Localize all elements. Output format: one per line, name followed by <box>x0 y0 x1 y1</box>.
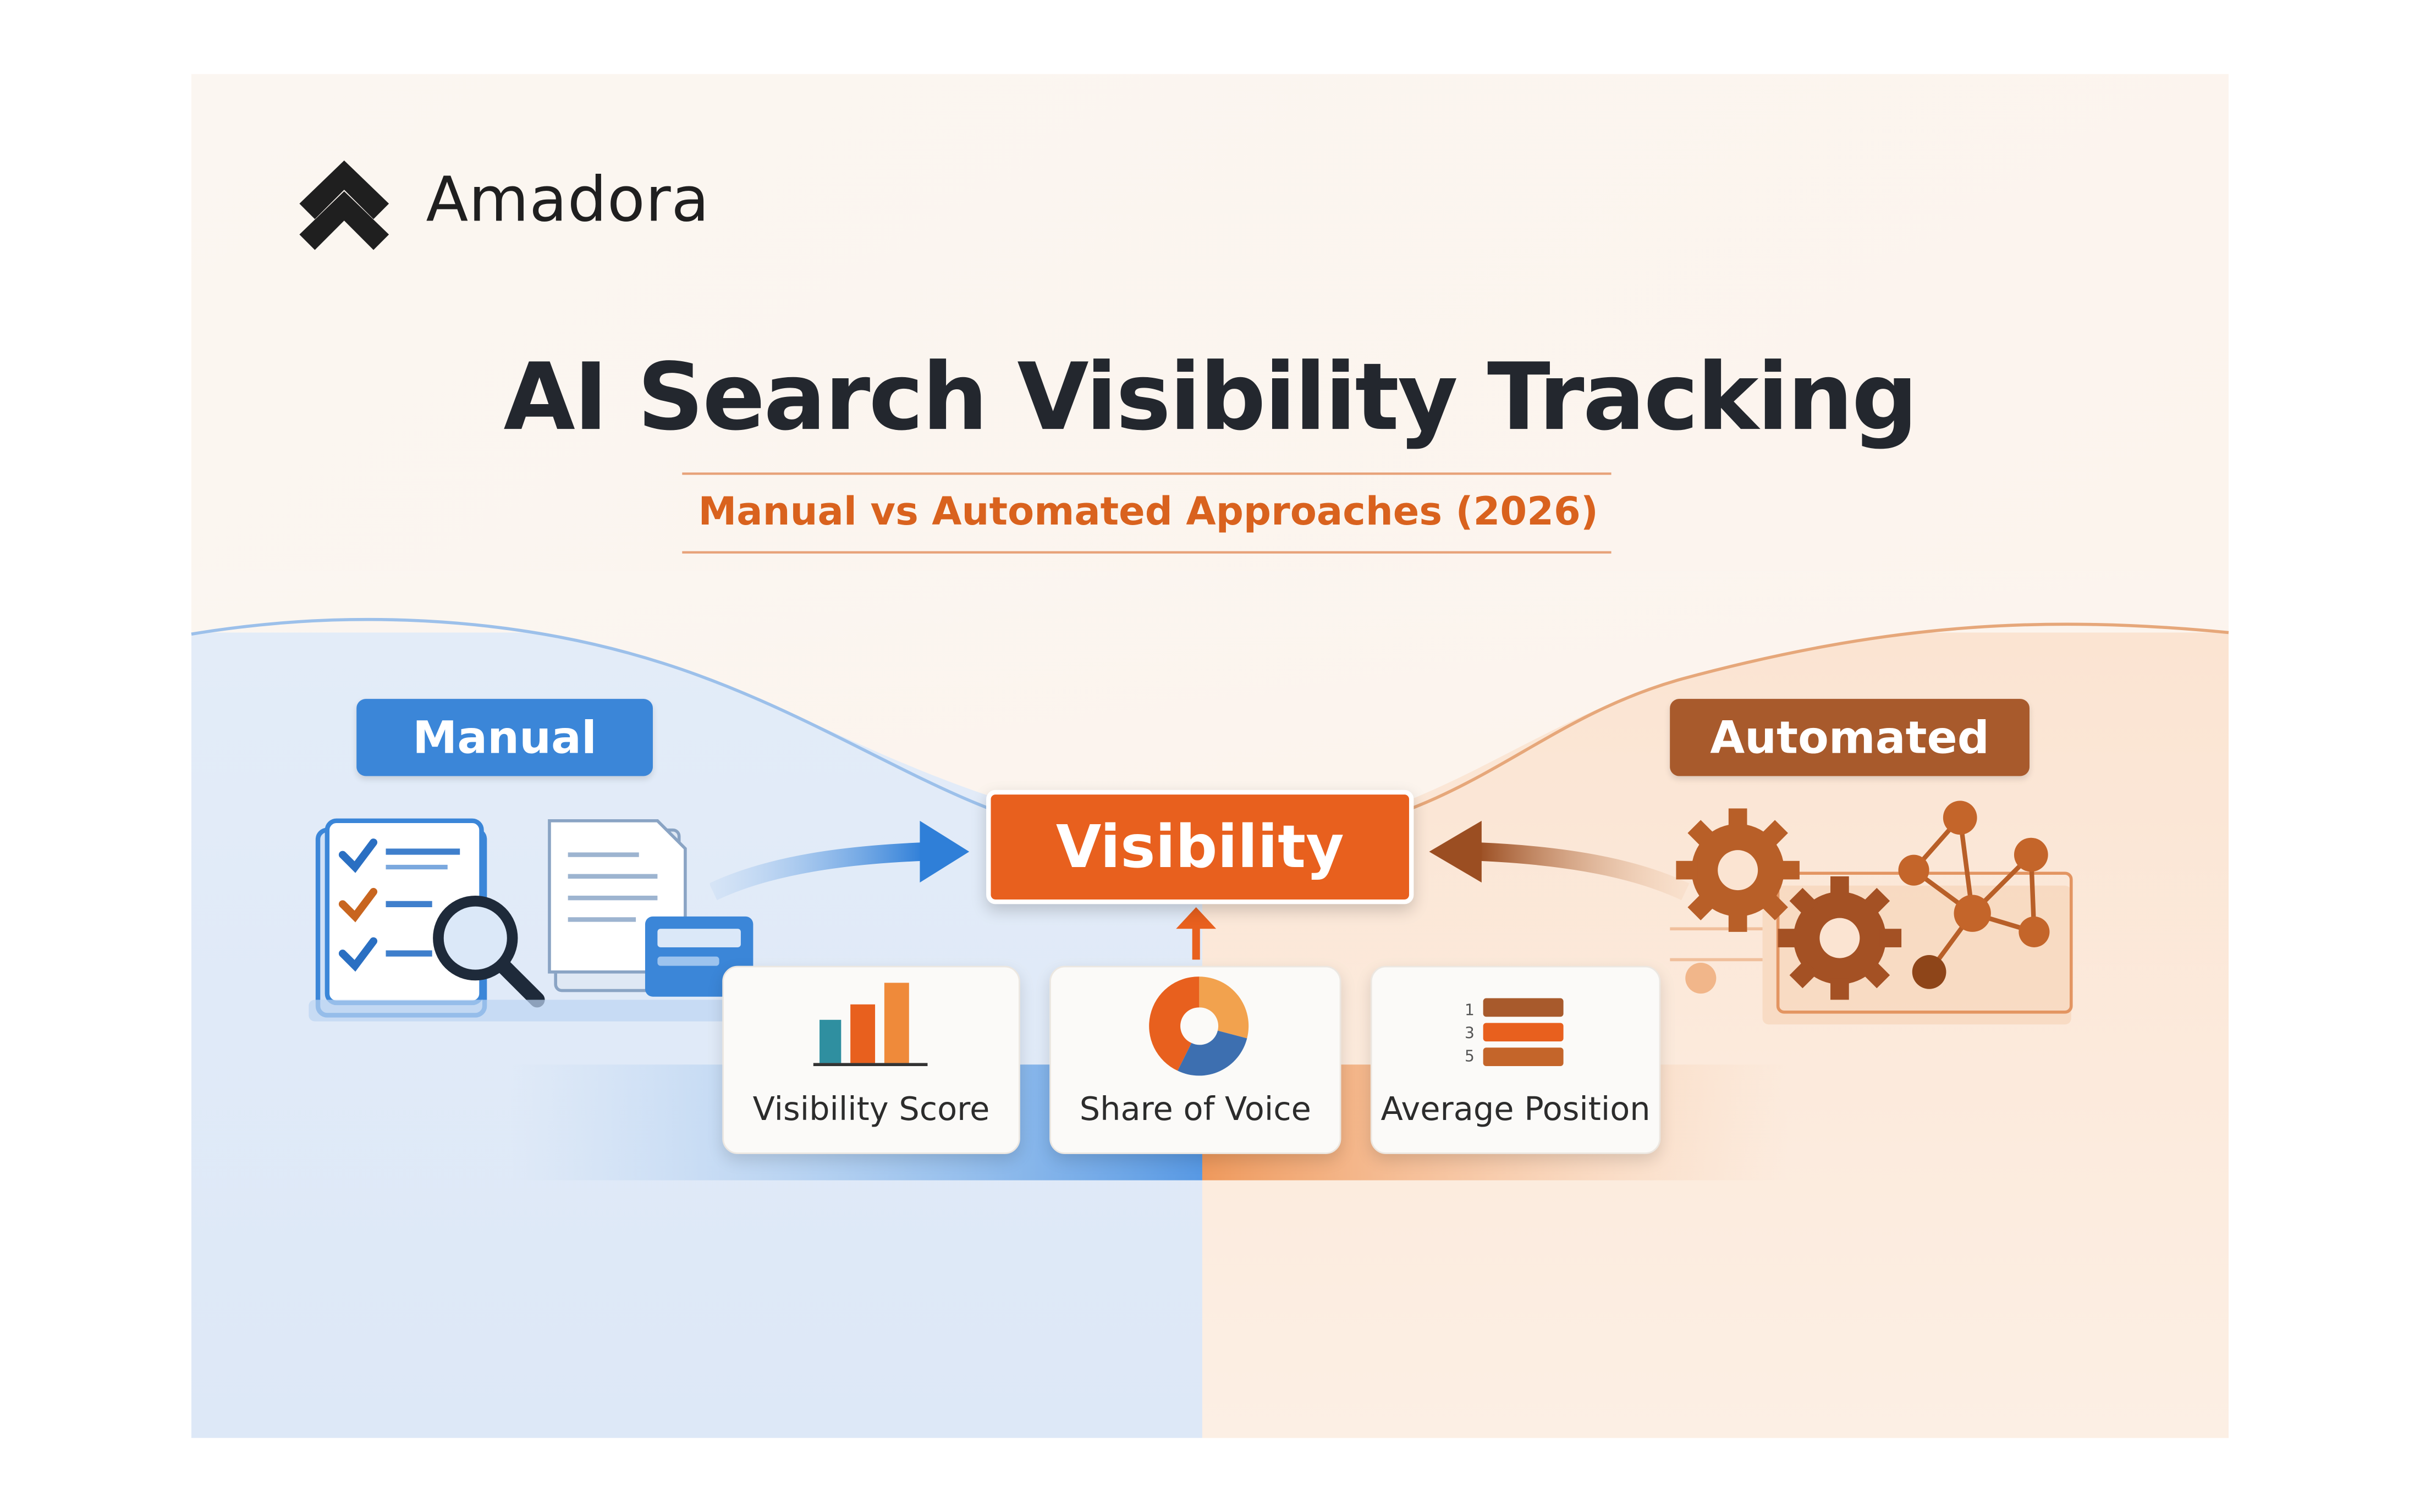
metric-label-share-of-voice: Share of Voice <box>1079 1090 1311 1128</box>
double-chevron-up-icon <box>299 160 389 250</box>
gears-icon <box>1676 808 1902 1000</box>
bar-chart-icon <box>813 983 928 1067</box>
metric-card-visibility-score: Visibility Score <box>722 965 1020 1154</box>
donut-chart-icon <box>1149 976 1249 1076</box>
page-subtitle: Manual vs Automated Approaches (2026) <box>698 489 1598 534</box>
metric-label-average-position: Average Position <box>1380 1090 1651 1128</box>
rank-number-5: 5 <box>1465 1047 1475 1066</box>
magnifier-icon <box>433 895 545 1008</box>
brand-name: Amadora <box>426 165 710 236</box>
rank-number-1: 1 <box>1465 1001 1475 1019</box>
arrow-up-icon <box>1176 907 1217 960</box>
automated-badge: Automated <box>1670 699 2030 776</box>
rank-number-3: 3 <box>1465 1024 1475 1042</box>
metric-card-average-position: 1 3 5 Average Position <box>1370 965 1661 1154</box>
manual-badge: Manual <box>356 699 653 776</box>
arrow-right-icon <box>710 820 970 901</box>
metric-label-visibility-score: Visibility Score <box>752 1090 990 1128</box>
metric-card-share-of-voice: Share of Voice <box>1049 965 1341 1154</box>
ranked-list-icon: 1 3 5 <box>1465 998 1564 1067</box>
visibility-box: Visibility <box>986 790 1414 904</box>
automated-illustration <box>1670 801 2073 1025</box>
page-title: AI Search Visibility Tracking <box>503 344 1918 453</box>
manual-illustration <box>309 818 772 1022</box>
arrow-left-icon <box>1429 820 1690 901</box>
